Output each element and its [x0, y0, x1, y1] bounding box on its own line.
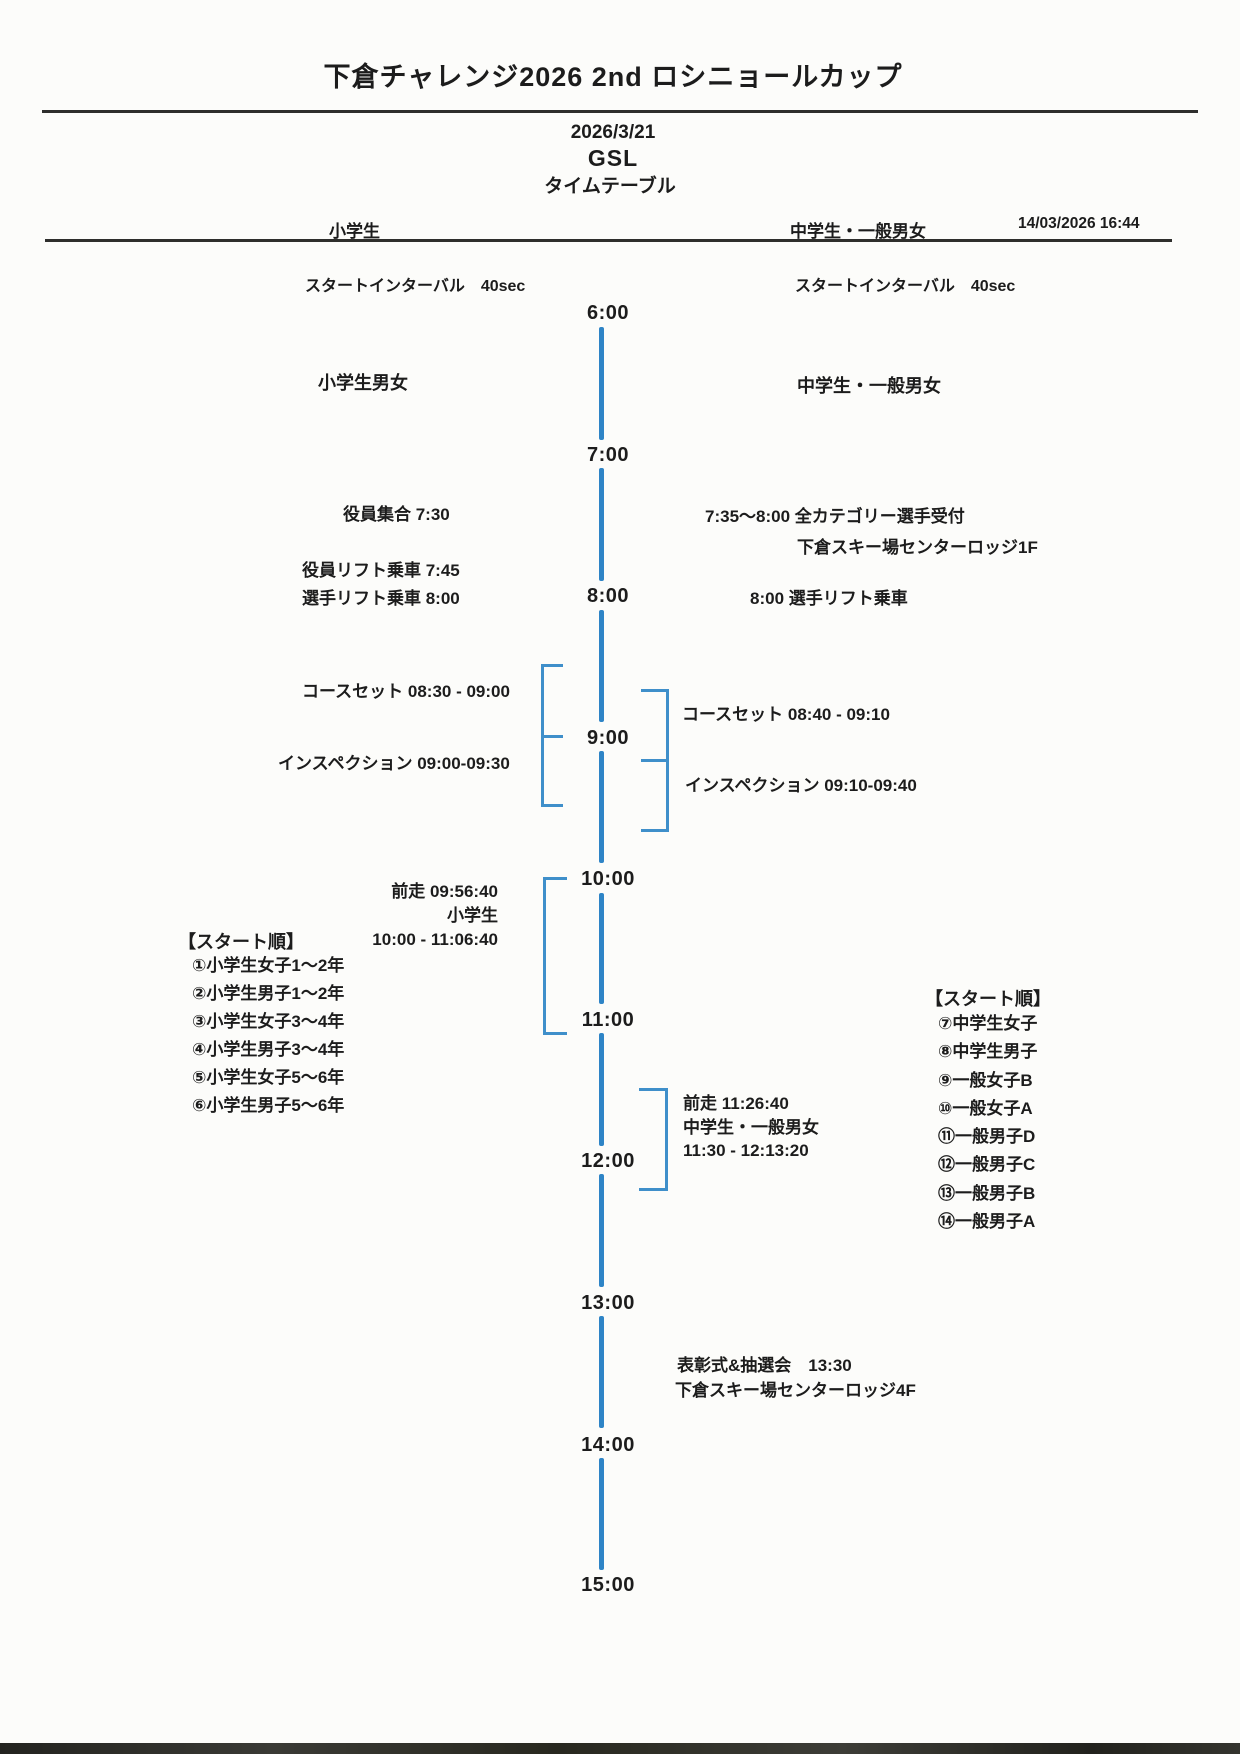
- hour-label-7: 7:00: [586, 444, 630, 466]
- bracket-tick: [541, 804, 563, 807]
- reception: 7:35～8:00 全カテゴリー選手受付: [705, 507, 965, 526]
- start-order-item: ⑫一般男子C: [938, 1155, 1036, 1175]
- race-group-left: 小学生: [447, 906, 498, 925]
- start-interval-left: スタートインターバル 40sec: [305, 278, 526, 295]
- timetable-subtitle: タイムテーブル: [544, 176, 676, 197]
- reception-place: 下倉スキー場センターロッジ1F: [797, 538, 1038, 557]
- bracket-tick: [641, 759, 669, 762]
- race-time-left: 10:00 - 11:06:40: [372, 930, 498, 949]
- bracket-right-race: [665, 1088, 668, 1191]
- race-group-right: 中学生・一般男女: [683, 1117, 819, 1137]
- start-order-item: ⑨一般女子B: [938, 1070, 1033, 1090]
- timeline-segment: [599, 893, 604, 1004]
- hour-label-11: 11:00: [581, 1009, 635, 1031]
- start-order-title-left: 【スタート順】: [178, 932, 304, 952]
- start-order-item: ⑥小学生男子5～6年: [192, 1096, 345, 1115]
- column-header-right: 中学生・一般男女: [790, 222, 926, 241]
- start-order-item: ②小学生男子1～2年: [192, 984, 345, 1003]
- start-interval-right: スタートインターバル 40sec: [795, 278, 1016, 295]
- bracket-tick: [641, 829, 669, 832]
- bracket-tick: [541, 735, 563, 738]
- race-time-right: 11:30 - 12:13:20: [683, 1141, 809, 1160]
- start-order-item: ⑪一般男子D: [938, 1127, 1036, 1147]
- start-order-item: ③小学生女子3～4年: [192, 1012, 345, 1031]
- group-label-right: 中学生・一般男女: [797, 376, 941, 396]
- forerunner-right: 前走 11:26:40: [683, 1094, 789, 1113]
- scan-edge-artifact: [0, 1743, 1240, 1754]
- racers-lift-right: 8:00 選手リフト乗車: [750, 589, 908, 608]
- print-timestamp: 14/03/2026 16:44: [1018, 215, 1140, 232]
- course-set-left: コースセット 08:30 - 09:00: [302, 682, 510, 701]
- start-order-item: ⑧中学生男子: [938, 1042, 1038, 1062]
- hour-label-13: 13:00: [581, 1292, 635, 1314]
- timeline-segment: [599, 610, 604, 722]
- race-block-left: 前走 09:56:40 小学生 10:00 - 11:06:40: [278, 880, 498, 952]
- start-order-item: ⑭一般男子A: [938, 1212, 1036, 1232]
- timeline-segment: [599, 1174, 604, 1287]
- header-rule: [45, 239, 1172, 242]
- start-order-list-right: ⑦中学生女子 ⑧中学生男子 ⑨一般女子B ⑩一般女子A ⑪一般男子D ⑫一般男子…: [938, 1010, 1037, 1236]
- title-rule: [42, 110, 1198, 113]
- bracket-left-race: [543, 877, 546, 1035]
- discipline-label: GSL: [587, 145, 639, 171]
- hour-label-8: 8:00: [586, 585, 630, 607]
- column-header-left: 小学生: [329, 222, 380, 241]
- bracket-tick: [543, 1032, 567, 1035]
- racers-lift-left: 選手リフト乗車 8:00: [302, 589, 460, 608]
- hour-label-15: 15:00: [581, 1574, 635, 1596]
- timeline-segment: [599, 1033, 604, 1146]
- hour-label-6: 6:00: [586, 302, 630, 324]
- bracket-tick: [543, 877, 567, 880]
- group-label-left: 小学生男女: [318, 373, 408, 393]
- event-title: 下倉チャレンジ2026 2nd ロシニョールカップ: [323, 62, 903, 92]
- timeline-segment: [599, 1316, 604, 1428]
- timeline-segment: [599, 1458, 604, 1570]
- start-order-title-right: 【スタート順】: [925, 989, 1051, 1009]
- bracket-tick: [639, 1088, 668, 1091]
- start-order-list-left: ①小学生女子1～2年 ②小学生男子1～2年 ③小学生女子3～4年 ④小学生男子3…: [192, 952, 344, 1120]
- timeline-segment: [599, 327, 604, 440]
- hour-label-9: 9:00: [586, 727, 630, 749]
- start-order-item: ①小学生女子1～2年: [192, 956, 345, 975]
- course-set-right: コースセット 08:40 - 09:10: [682, 705, 890, 724]
- event-date: 2026/3/21: [570, 122, 656, 143]
- inspection-right: インスペクション 09:10-09:40: [685, 776, 917, 795]
- hour-label-12: 12:00: [581, 1150, 635, 1172]
- timeline-segment: [599, 751, 604, 863]
- timeline-segment: [599, 468, 604, 581]
- start-order-item: ⑤小学生女子5～6年: [192, 1068, 345, 1087]
- awards-place: 下倉スキー場センターロッジ4F: [675, 1381, 916, 1400]
- bracket-tick: [639, 1188, 668, 1191]
- inspection-left: インスペクション 09:00-09:30: [278, 754, 510, 773]
- bracket-tick: [541, 664, 563, 667]
- start-order-item: ④小学生男子3～4年: [192, 1040, 345, 1059]
- officials-meeting: 役員集合 7:30: [343, 505, 450, 524]
- forerunner-left: 前走 09:56:40: [391, 882, 498, 901]
- bracket-tick: [641, 689, 669, 692]
- hour-label-10: 10:00: [581, 868, 635, 890]
- awards-ceremony: 表彰式&抽選会 13:30: [677, 1356, 852, 1375]
- start-order-item: ⑩一般女子A: [938, 1098, 1033, 1118]
- hour-label-14: 14:00: [581, 1434, 635, 1456]
- start-order-item: ⑬一般男子B: [938, 1183, 1036, 1203]
- officials-lift: 役員リフト乗車 7:45: [302, 561, 460, 580]
- race-block-right: 前走 11:26:40 中学生・一般男女 11:30 - 12:13:20: [683, 1092, 819, 1163]
- start-order-item: ⑦中学生女子: [938, 1014, 1038, 1033]
